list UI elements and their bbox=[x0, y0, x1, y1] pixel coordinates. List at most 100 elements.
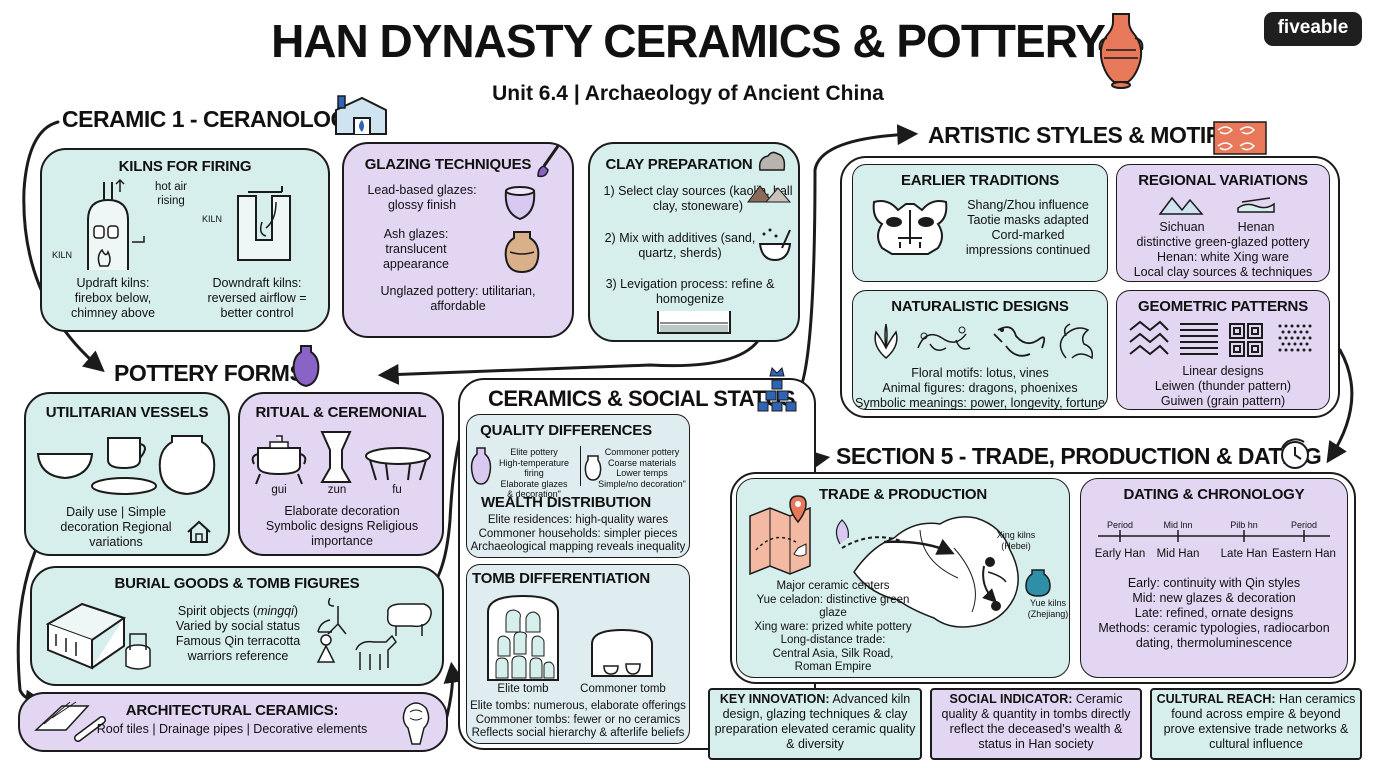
clay-lump-icon bbox=[758, 151, 786, 171]
trade-line: Long-distance trade: bbox=[780, 634, 886, 646]
tomb-figures-icon bbox=[316, 597, 432, 670]
clay-piles-icon bbox=[747, 185, 792, 203]
sichuan-mountains-icon bbox=[1158, 196, 1204, 215]
clay-card bbox=[588, 142, 800, 342]
page-title: HAN DYNASTY CERAMICS & POTTERY bbox=[271, 15, 1106, 67]
regional-card bbox=[1116, 164, 1330, 282]
dating-list: Early: continuity with Qin styles Mid: n… bbox=[1080, 576, 1348, 651]
yue-kilns-label: Yue kilns (Zhejiang) bbox=[1018, 598, 1078, 619]
earlier-list: Shang/Zhou influence Taotie masks adapte… bbox=[956, 198, 1100, 258]
clay-step-1: 1) Select clay sources (kaolin, ball cla… bbox=[603, 184, 793, 213]
geometric-card bbox=[1116, 290, 1330, 410]
trade-line: Yue celadon: distinctive green glaze bbox=[756, 593, 910, 620]
earlier-line: Taotie masks adapted bbox=[967, 213, 1089, 227]
elite-line: High-temperature firing bbox=[498, 457, 570, 479]
xing-line: Xing kilns bbox=[996, 530, 1036, 540]
artistic-title: ARTISTIC STYLES & MOTIFS bbox=[928, 122, 1235, 148]
trade-line: Roman Empire bbox=[794, 661, 872, 673]
clock-icon bbox=[1281, 438, 1309, 469]
levigation-tank-icon bbox=[657, 311, 731, 334]
dating-title: DATING & CHRONOLOGY bbox=[1123, 486, 1305, 503]
trade-map-icon bbox=[749, 495, 1051, 628]
vase-icon bbox=[1098, 13, 1144, 89]
elite-line: Elaborate glazes bbox=[500, 478, 568, 489]
tomb-model-icon bbox=[45, 602, 151, 670]
naturalistic-list: Floral motifs: lotus, vines Animal figur… bbox=[852, 366, 1108, 411]
trade-line: Central Asia, Silk Road, bbox=[772, 647, 894, 660]
naturalistic-line: Floral motifs: lotus, vines bbox=[911, 366, 1049, 380]
downdraft-kiln-icon bbox=[237, 186, 291, 261]
brand-logo-text: fiveable bbox=[1277, 17, 1349, 38]
utilitarian-title: UTILITARIAN VESSELS bbox=[45, 404, 209, 421]
cultural-reach-label: CULTURAL REACH: bbox=[1156, 692, 1276, 706]
regional-list: distinctive green-glazed pottery Henan: … bbox=[1116, 235, 1330, 280]
commoner-line: Commoner pottery bbox=[604, 447, 680, 457]
elite-tomb-label: Elite tomb bbox=[497, 683, 549, 695]
elite-line: & decoration" bbox=[507, 489, 561, 499]
cultural-reach-box bbox=[1150, 688, 1362, 760]
brush-icon bbox=[537, 145, 560, 178]
page-subtitle: Unit 6.4 | Archaeology of Ancient China bbox=[492, 82, 884, 105]
kilns-title: KILNS FOR FIRING bbox=[118, 158, 252, 175]
commoner-tomb-icon bbox=[591, 628, 653, 677]
social-indicator-body: Ceramic quality & quantity in tombs dire… bbox=[941, 692, 1131, 751]
key-innovation-text: KEY INNOVATION: Advanced kiln design, gl… bbox=[712, 692, 918, 752]
earlier-line: Shang/Zhou influence bbox=[967, 198, 1089, 212]
quality-divider bbox=[580, 446, 581, 486]
burial-line1-c: ) bbox=[293, 604, 299, 618]
social-indicator-label: SOCIAL INDICATOR: bbox=[949, 692, 1073, 706]
xing-line: (Hebei) bbox=[1001, 540, 1031, 551]
trade-line: Major ceramic centers bbox=[776, 580, 890, 592]
regional-line: Henan: white Xing ware bbox=[1156, 250, 1290, 264]
burial-title: BURIAL GOODS & TOMB FIGURES bbox=[114, 575, 360, 592]
dating-card bbox=[1080, 478, 1348, 678]
commoner-line: Lower temps bbox=[616, 468, 668, 478]
yue-line: (Zhejiang) bbox=[1027, 608, 1069, 619]
architectural-text: Roof tiles | Drainage pipes | Decorative… bbox=[96, 722, 368, 736]
ritual-title: RITUAL & CEREMONIAL bbox=[255, 404, 427, 421]
social-indicator-box bbox=[930, 688, 1142, 760]
social-indicator-text: SOCIAL INDICATOR: Ceramic quality & quan… bbox=[934, 692, 1138, 752]
downdraft-kiln-label: KILN bbox=[201, 214, 222, 224]
glossy-bowl-icon bbox=[504, 186, 536, 221]
roof-tiles-icon bbox=[34, 701, 106, 742]
henan-plains-icon bbox=[1237, 197, 1275, 213]
quality-card bbox=[466, 414, 690, 558]
trade-line: Xing ware: prized white pottery bbox=[754, 620, 912, 633]
clay-step-2: 2) Mix with additives (sand, quartz, she… bbox=[604, 231, 756, 260]
lead-glaze-text: Lead-based glazes: glossy finish bbox=[367, 183, 477, 212]
commoner-tomb-label: Commoner tomb bbox=[580, 683, 666, 695]
tomb-title: TOMB DIFFERENTIATION bbox=[472, 570, 650, 587]
glazing-title: GLAZING TECHNIQUES bbox=[364, 156, 532, 173]
cultural-reach-body: Han ceramics found across empire & beyon… bbox=[1163, 692, 1356, 751]
hierarchy-pyramid-icon bbox=[757, 367, 797, 412]
timeline-axis bbox=[1098, 530, 1330, 542]
wealth-list: Elite residences: high-quality wares Com… bbox=[466, 514, 690, 555]
trade-list: Major ceramic centers Yue celadon: disti… bbox=[742, 580, 924, 675]
naturalistic-card bbox=[852, 290, 1108, 410]
burial-line1-a: Spirit objects ( bbox=[177, 604, 258, 618]
utilitarian-text: Daily use | Simple decoration Regional v… bbox=[60, 505, 172, 549]
tomb-line: Elite tombs: numerous, elaborate offerin… bbox=[470, 700, 686, 712]
geometric-list: Linear designs Leiwen (thunder pattern) … bbox=[1116, 364, 1330, 409]
wealth-line: Commoner households: simpler pieces bbox=[478, 527, 678, 540]
elite-tomb-icon bbox=[487, 594, 559, 681]
pattern-swatch-icon bbox=[1213, 121, 1267, 155]
geometric-line: Leiwen (thunder pattern) bbox=[1154, 379, 1292, 393]
naturalistic-line: Symbolic meanings: power, longevity, for… bbox=[855, 396, 1105, 410]
elite-pottery-list: Elite pottery High-temperature firing El… bbox=[490, 447, 578, 500]
geometric-title: GEOMETRIC PATTERNS bbox=[1137, 298, 1308, 315]
regional-line: distinctive green-glazed pottery bbox=[1136, 235, 1310, 249]
key-innovation-body: Advanced kiln design, glazing techniques… bbox=[714, 692, 916, 751]
downdraft-text: Downdraft kilns: reversed airflow = bett… bbox=[207, 276, 307, 320]
ritual-label-gui: gui bbox=[271, 484, 287, 496]
ceramic1-title: CERAMIC 1 - CERANOLOGY bbox=[62, 106, 363, 132]
earlier-line: Cord-marked bbox=[991, 228, 1065, 242]
timeline-tick: Period bbox=[1106, 520, 1133, 530]
architectural-title: ARCHITECTURAL CERAMICS: bbox=[125, 702, 339, 719]
unglazed-text: Unglazed pottery: utilitarian, affordabl… bbox=[380, 284, 536, 313]
pottery-forms-title: POTTERY FORMS bbox=[114, 360, 305, 386]
trade-title: TRADE & PRODUCTION bbox=[818, 486, 988, 503]
earlier-line: impressions continued bbox=[965, 243, 1091, 257]
commoner-line: Coarse materials bbox=[607, 457, 677, 468]
